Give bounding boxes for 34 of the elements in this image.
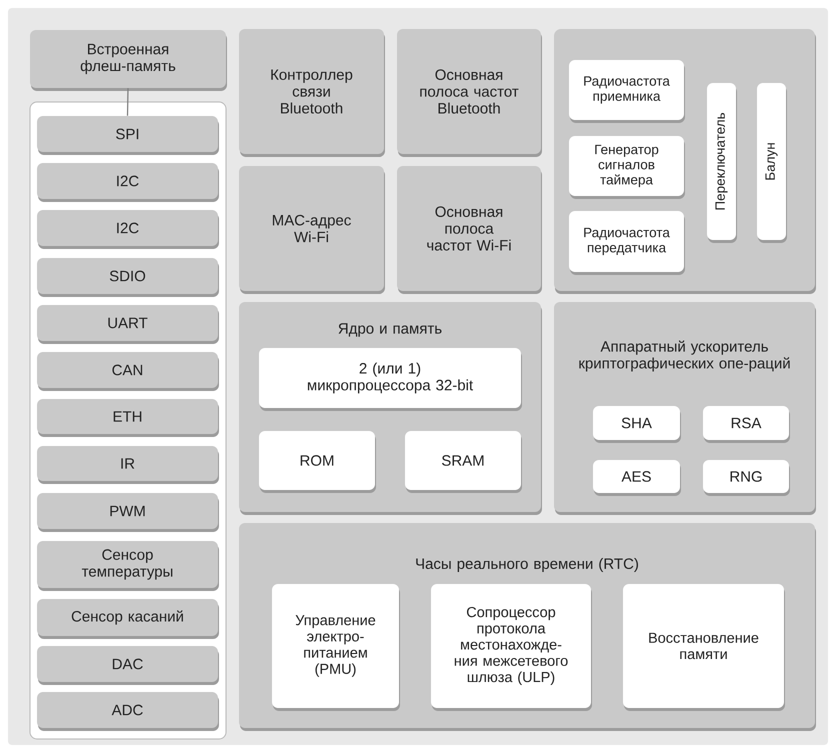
module-box: Основная полоса частот Wi-Fi [397,166,542,294]
module-box: Сенсор касаний [37,599,219,639]
module-box: PWM [37,493,219,532]
component-box: SHA [593,406,681,443]
component-box: ROM [259,431,376,493]
module-box: DAC [37,646,219,685]
component-box: Управление электро-питанием (PMU) [272,584,400,711]
module-box: Основная полоса частот Bluetooth [397,29,542,157]
module-box: I2C [37,163,219,202]
component-box: AES [593,460,681,496]
component-box: Сопроцессор протокола местонахожде-ния межсетевого шлюза (ULP) [431,584,592,711]
module-box: MAC-адрес Wi-Fi [239,166,385,294]
component-box: SRAM [405,431,522,493]
component-box: RSA [703,406,790,443]
module-box: ADC [37,692,219,731]
module-box: Сенсор температуры [37,541,219,591]
module-box: IR [37,446,219,484]
connector-line [126,88,129,116]
module-box: Встроенная флеш-память [30,30,227,91]
module-box: SDIO [37,258,219,297]
module-box: Контроллер связи Bluetooth [239,29,385,157]
module-box: UART [37,305,219,344]
component-bar: Балун [757,83,787,243]
component-box: Генератор сигналов таймера [569,136,685,199]
module-box: SPI [37,116,219,155]
component-bar: Переключатель [707,83,737,243]
component-box: Восстановление памяти [623,584,785,711]
component-box: 2 (или 1) микропроцессора 32-bit [259,348,522,411]
module-box: ETH [37,399,219,437]
module-box: CAN [37,352,219,391]
component-box: Радиочастота передатчика [569,211,685,275]
component-box: Радиочастота приемника [569,60,685,123]
component-box: RNG [703,460,790,496]
module-box: I2C [37,210,219,249]
